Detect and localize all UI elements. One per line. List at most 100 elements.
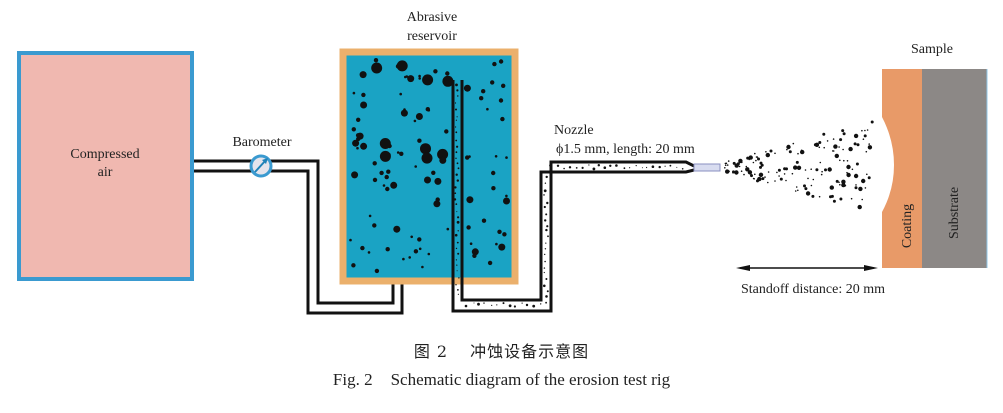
pipe-particle bbox=[532, 304, 536, 308]
pipe-particle bbox=[456, 211, 458, 213]
abrasive-particle bbox=[399, 151, 404, 156]
pipe-particle bbox=[658, 165, 661, 169]
pipe-particle bbox=[646, 166, 648, 169]
abrasive-spray bbox=[724, 120, 874, 210]
abrasive-particle bbox=[371, 62, 383, 74]
spray-particle bbox=[791, 172, 794, 175]
pipe-particle bbox=[455, 247, 458, 250]
pipe-particle bbox=[455, 126, 457, 128]
compressed-air-label-line1: Compressed bbox=[70, 147, 139, 162]
spray-particle bbox=[755, 159, 757, 162]
spray-particle bbox=[870, 120, 874, 124]
abrasive-particle bbox=[372, 177, 378, 183]
spray-particle bbox=[832, 199, 836, 203]
abrasive-particles bbox=[349, 58, 510, 274]
pipe-particle bbox=[483, 302, 485, 304]
abrasive-particle bbox=[355, 133, 361, 138]
spray-particle bbox=[857, 204, 862, 210]
spray-particle bbox=[810, 168, 812, 170]
spray-particle bbox=[850, 197, 853, 200]
standoff-label: Standoff distance: 20 mm bbox=[741, 282, 885, 297]
spray-particle bbox=[793, 165, 798, 170]
pipe-particle bbox=[525, 303, 529, 307]
abrasive-particle bbox=[431, 170, 436, 175]
spray-particle bbox=[846, 160, 849, 162]
pipe-particle bbox=[568, 166, 572, 169]
spray-particle bbox=[747, 170, 753, 175]
pipe-particle bbox=[455, 151, 458, 154]
pipe-particle bbox=[581, 166, 584, 169]
pipe-particle bbox=[456, 179, 459, 182]
spray-particle bbox=[756, 156, 759, 158]
abrasive-particle bbox=[399, 92, 403, 96]
spray-particle bbox=[758, 174, 761, 176]
abrasive-particle bbox=[491, 170, 496, 176]
spray-particle bbox=[760, 163, 764, 167]
abrasive-particle bbox=[408, 256, 412, 259]
abrasive-particle bbox=[466, 196, 474, 204]
spray-particle bbox=[846, 171, 848, 174]
spray-particle bbox=[734, 163, 739, 168]
spray-particle bbox=[864, 129, 866, 132]
pipe-particle bbox=[457, 293, 459, 295]
spray-particle bbox=[819, 161, 822, 164]
abrasive-particle bbox=[497, 229, 502, 234]
pipe-particle bbox=[455, 139, 458, 142]
abrasive-particle bbox=[505, 156, 508, 159]
abrasive-particle bbox=[425, 107, 430, 112]
abrasive-particle bbox=[351, 127, 356, 132]
spray-particle bbox=[832, 150, 834, 152]
abrasive-particle bbox=[442, 75, 454, 87]
spray-particle bbox=[795, 160, 799, 164]
spray-particle bbox=[794, 190, 797, 192]
abrasive-particle bbox=[414, 165, 418, 168]
spray-particle bbox=[862, 138, 865, 140]
pipe-particle bbox=[464, 304, 468, 308]
spray-particle bbox=[759, 161, 763, 165]
abrasive-particle bbox=[498, 59, 504, 64]
abrasive-particle bbox=[481, 218, 487, 223]
pipe-particle bbox=[563, 167, 565, 170]
substrate-label: Substrate bbox=[947, 187, 962, 239]
spray-particle bbox=[838, 146, 840, 148]
pipe-particle bbox=[454, 186, 457, 189]
abrasive-particle bbox=[418, 247, 422, 251]
pipe-particle bbox=[455, 119, 457, 121]
pipe-particle bbox=[556, 164, 560, 167]
spray-particle bbox=[788, 150, 792, 154]
pipe-particle bbox=[575, 167, 578, 169]
pipe-particle bbox=[545, 278, 548, 280]
spray-particle bbox=[767, 171, 770, 173]
abrasive-particle bbox=[466, 225, 471, 230]
abrasive-particle bbox=[490, 80, 495, 85]
pipe-particle bbox=[457, 216, 460, 219]
spray-particle bbox=[866, 173, 868, 176]
pipe-particle bbox=[669, 164, 672, 167]
spray-particle bbox=[832, 138, 835, 140]
abrasive-particle bbox=[434, 177, 442, 185]
spray-particle bbox=[797, 152, 799, 155]
abrasive-particle bbox=[385, 247, 390, 252]
pipe-particle bbox=[477, 302, 480, 306]
abrasive-particle bbox=[349, 238, 352, 242]
abrasive-particle bbox=[351, 263, 356, 268]
pipe-particle bbox=[543, 189, 547, 193]
spray-particle bbox=[753, 178, 755, 180]
pipe-particle bbox=[592, 167, 596, 171]
spray-particle bbox=[783, 167, 787, 171]
spray-particle bbox=[724, 162, 727, 165]
spray-particle bbox=[804, 169, 807, 171]
pipe-particle bbox=[540, 303, 542, 305]
abrasive-particle bbox=[471, 248, 479, 256]
spray-particle bbox=[726, 164, 729, 166]
spray-particle bbox=[846, 164, 851, 170]
abrasive-particle bbox=[437, 148, 449, 160]
abrasive-particle bbox=[379, 138, 391, 149]
abrasive-particle bbox=[351, 171, 359, 179]
abrasive-particle bbox=[372, 223, 377, 228]
abrasive-particle bbox=[486, 107, 489, 111]
spray-particle bbox=[855, 184, 857, 186]
spray-particle bbox=[724, 164, 727, 166]
pipe-particle bbox=[454, 233, 458, 237]
